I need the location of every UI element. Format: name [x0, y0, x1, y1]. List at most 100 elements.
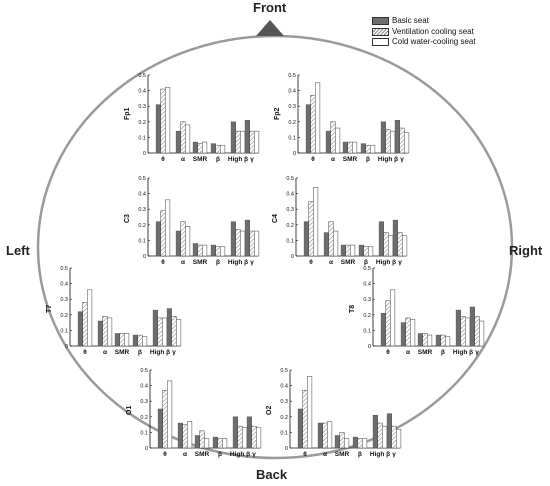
- direction-label-left: Left: [6, 243, 30, 258]
- nose-triangle: [256, 20, 284, 36]
- x-tick-label: β: [441, 349, 445, 356]
- x-tick-label: SMR: [418, 349, 433, 356]
- y-tick-label: 0.5: [140, 368, 148, 374]
- bar-c3-1-1: [180, 221, 186, 257]
- y-axis-label: Fp2: [274, 107, 281, 120]
- bar-o2-1-2: [339, 432, 345, 449]
- bar-fp1-2-1: [185, 124, 191, 154]
- bar-o1-2-5: [256, 427, 262, 449]
- bar-fp1-2-5: [254, 130, 260, 154]
- bar-o2-0-5: [386, 413, 392, 449]
- bar-t8-1-2: [422, 333, 428, 347]
- bar-fp1-0-5: [244, 119, 250, 154]
- bar-o1-0-0: [157, 408, 163, 449]
- x-tick-label: γ: [475, 349, 479, 356]
- x-tick-label: θ: [311, 156, 315, 163]
- bar-c4-2-2: [350, 244, 356, 257]
- bar-o2-2-1: [327, 421, 333, 449]
- bar-c3-2-2: [202, 244, 208, 257]
- bar-t7-2-5: [176, 319, 182, 347]
- bar-t8-0-3: [435, 334, 441, 347]
- bar-c3-1-5: [249, 230, 255, 257]
- x-tick-label: α: [331, 156, 335, 163]
- bar-t7-0-2: [114, 333, 120, 347]
- y-tick-label: 0.4: [288, 89, 296, 95]
- x-tick-label: α: [181, 156, 185, 163]
- y-tick-label: 0.3: [288, 104, 296, 110]
- legend-label-ventilation: Ventilation cooling seat: [392, 26, 474, 36]
- bar-c4-2-4: [388, 235, 394, 257]
- x-tick-label: γ: [400, 156, 404, 163]
- bar-fp2-0-4: [380, 121, 386, 154]
- x-tick-label: θ: [83, 349, 87, 356]
- y-tick-label: 0: [143, 151, 146, 157]
- bar-o1-0-5: [246, 416, 252, 449]
- y-tick-label: 0.4: [60, 282, 68, 288]
- legend-swatch-ventilation: [372, 27, 389, 36]
- bar-fp1-1-3: [215, 144, 221, 154]
- y-axis-label: C4: [272, 214, 279, 223]
- bar-fp1-0-2: [192, 141, 198, 154]
- bar-fp1-2-2: [202, 141, 208, 154]
- bar-c3-0-0: [155, 221, 161, 257]
- y-tick-label: 0.3: [286, 207, 294, 213]
- x-tick-label: High β: [376, 259, 396, 266]
- y-tick-label: 0.3: [138, 104, 146, 110]
- x-tick-label: α: [329, 259, 333, 266]
- x-tick-label: β: [216, 259, 220, 266]
- bar-c4-1-4: [383, 232, 389, 257]
- bar-t8-1-1: [405, 317, 411, 347]
- x-tick-label: θ: [161, 259, 165, 266]
- bar-fp2-1-2: [347, 141, 353, 154]
- y-tick-label: 0.4: [140, 384, 148, 390]
- legend-item-basic: Basic seat: [372, 16, 476, 27]
- bar-fp1-1-2: [197, 143, 203, 154]
- bar-t7-2-0: [87, 289, 93, 347]
- bar-t7-2-1: [107, 317, 113, 347]
- y-tick-label: 0.5: [363, 266, 371, 272]
- legend-swatch-cold: [372, 38, 389, 47]
- y-axis-label: T8: [349, 305, 356, 313]
- x-tick-label: θ: [161, 156, 165, 163]
- bar-o2-2-4: [382, 425, 388, 449]
- x-tick-label: γ: [172, 349, 176, 356]
- bar-t7-2-2: [124, 333, 130, 347]
- bar-c3-0-2: [192, 243, 198, 257]
- bar-c3-1-4: [235, 229, 241, 257]
- y-tick-label: 0.3: [140, 399, 148, 405]
- legend-label-cold: Cold water-cooling seat: [392, 37, 476, 47]
- bar-c4-2-0: [313, 187, 319, 257]
- y-tick-label: 0.1: [138, 135, 146, 141]
- y-axis-label: C3: [124, 214, 131, 223]
- head-outline: [36, 34, 514, 460]
- bar-c4-0-2: [340, 244, 346, 257]
- bar-c3-2-3: [220, 246, 226, 257]
- bar-t8-1-3: [440, 334, 446, 347]
- x-tick-label: α: [103, 349, 107, 356]
- bar-fp1-1-0: [160, 88, 166, 154]
- x-tick-label: θ: [309, 259, 313, 266]
- bar-t8-0-1: [400, 322, 406, 347]
- direction-label-back: Back: [256, 467, 288, 482]
- bar-o1-1-0: [162, 390, 168, 449]
- legend-item-cold: Cold water-cooling seat: [372, 37, 476, 48]
- bar-fp2-1-1: [330, 121, 336, 154]
- y-tick-label: 0.2: [280, 415, 288, 421]
- y-tick-label: 0.2: [138, 223, 146, 229]
- bar-t8-0-4: [455, 309, 461, 347]
- x-tick-label: SMR: [115, 349, 130, 356]
- bar-c3-2-0: [165, 199, 171, 257]
- x-tick-label: High β: [453, 349, 473, 356]
- bar-o1-1-2: [199, 430, 205, 449]
- bar-o2-1-5: [391, 425, 397, 449]
- bar-c4-2-3: [368, 246, 374, 257]
- bar-t7-0-1: [97, 320, 103, 347]
- bar-o2-2-0: [307, 375, 313, 449]
- x-tick-label: α: [323, 451, 327, 458]
- y-tick-label: 0.3: [60, 297, 68, 303]
- y-tick-label: 0.4: [280, 384, 288, 390]
- x-tick-label: γ: [252, 451, 256, 458]
